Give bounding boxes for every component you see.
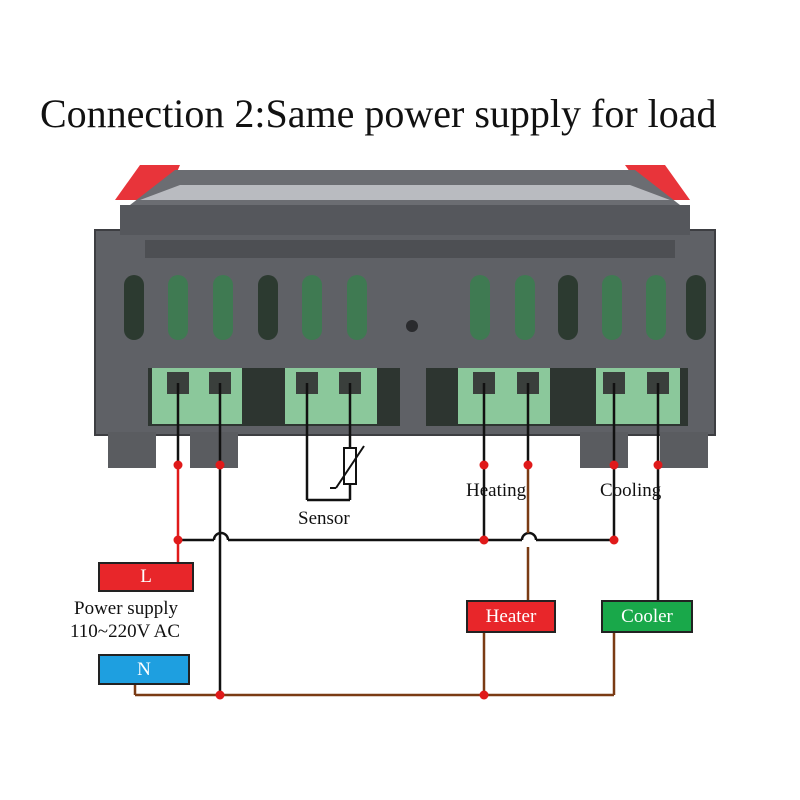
terminal-blocks — [148, 368, 688, 426]
heating-label: Heating — [466, 480, 527, 501]
live-terminal-box-L: L — [98, 562, 194, 592]
cooler-box: Cooler — [601, 600, 693, 633]
voltage-label: 110~220V AC — [70, 621, 181, 642]
heater-box: Heater — [466, 600, 556, 633]
cooling-label: Cooling — [600, 480, 662, 501]
diagram-title: Connection 2:Same power supply for load — [40, 91, 717, 136]
junction-dots — [173, 460, 663, 700]
vent-slots — [124, 275, 706, 340]
power-supply-label: Power supply — [74, 598, 178, 619]
neutral-terminal-box-N: N — [98, 654, 190, 685]
sensor-label: Sensor — [298, 508, 350, 529]
controller-body — [94, 165, 716, 468]
sensor-thermistor-symbol — [330, 445, 365, 489]
